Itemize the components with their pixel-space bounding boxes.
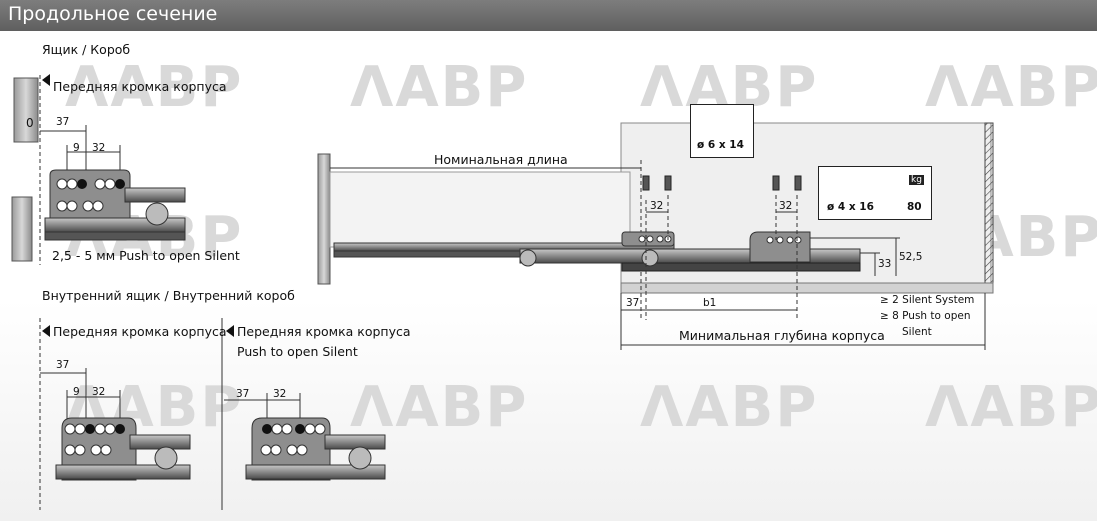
- dim-32: 32: [92, 386, 106, 398]
- gap-note-label: 2,5 - 5 мм Push to open Silent: [52, 248, 240, 263]
- detail-box-drawer: [11, 74, 186, 265]
- front-edge-label: Передняя кромка корпуса: [53, 324, 227, 339]
- dim-9: 9: [73, 142, 80, 154]
- section-inner-label: Внутренний ящик / Внутренний короб: [42, 288, 295, 303]
- dim-52-5: 52,5: [899, 251, 923, 263]
- watermark: ᐱАВР: [640, 375, 819, 440]
- dim-9: 9: [73, 386, 80, 398]
- load-label: 80: [907, 201, 922, 213]
- dim-37: 37: [626, 297, 640, 309]
- dim-37: 37: [236, 388, 250, 400]
- silent-system-label: ≥ 2 Silent System: [880, 294, 975, 306]
- detail-inner-drawer-2: [224, 325, 386, 481]
- watermark: ᐱАВР: [925, 375, 1097, 440]
- title-bar: Продольное сечение: [0, 0, 1097, 31]
- nominal-length-label: Номинальная длина: [434, 152, 568, 167]
- screw-box-6x14: ø 6 x 14: [690, 104, 754, 158]
- dim-32: 32: [650, 200, 664, 212]
- dim-33: 33: [878, 258, 892, 270]
- push-open-8-label: ≥ 8 Push to open: [880, 310, 971, 322]
- watermark: ᐱАВР: [65, 55, 244, 120]
- section-box-label: Ящик / Короб: [42, 42, 131, 57]
- dim-32: 32: [273, 388, 287, 400]
- watermark: ᐱАВР: [925, 55, 1097, 120]
- screw-box-4x16: ø 4 x 16 kg 80: [818, 166, 932, 220]
- weight-icon: kg: [909, 175, 924, 185]
- dim-37: 37: [56, 116, 70, 128]
- push-open-label: Push to open Silent: [237, 344, 358, 359]
- watermark: ᐱАВР: [350, 375, 529, 440]
- main-section: [317, 114, 994, 350]
- dim-32: 32: [779, 200, 793, 212]
- dim-b1: b1: [703, 297, 717, 309]
- min-depth-label: Минимальная глубина корпуса: [679, 328, 885, 343]
- dim-zero: 0: [26, 116, 34, 130]
- front-edge-label: Передняя кромка корпуса: [53, 79, 227, 94]
- dim-37: 37: [56, 359, 70, 371]
- silent-label: Silent: [902, 326, 932, 338]
- screw-size-label: ø 4 x 16: [827, 201, 874, 213]
- watermark: ᐱАВР: [350, 55, 529, 120]
- detail-inner-drawer-1: [39, 318, 223, 510]
- page-title: Продольное сечение: [8, 3, 218, 25]
- front-edge-label: Передняя кромка корпуса: [237, 324, 411, 339]
- dim-32: 32: [92, 142, 106, 154]
- screw-size-label: ø 6 x 14: [697, 139, 744, 151]
